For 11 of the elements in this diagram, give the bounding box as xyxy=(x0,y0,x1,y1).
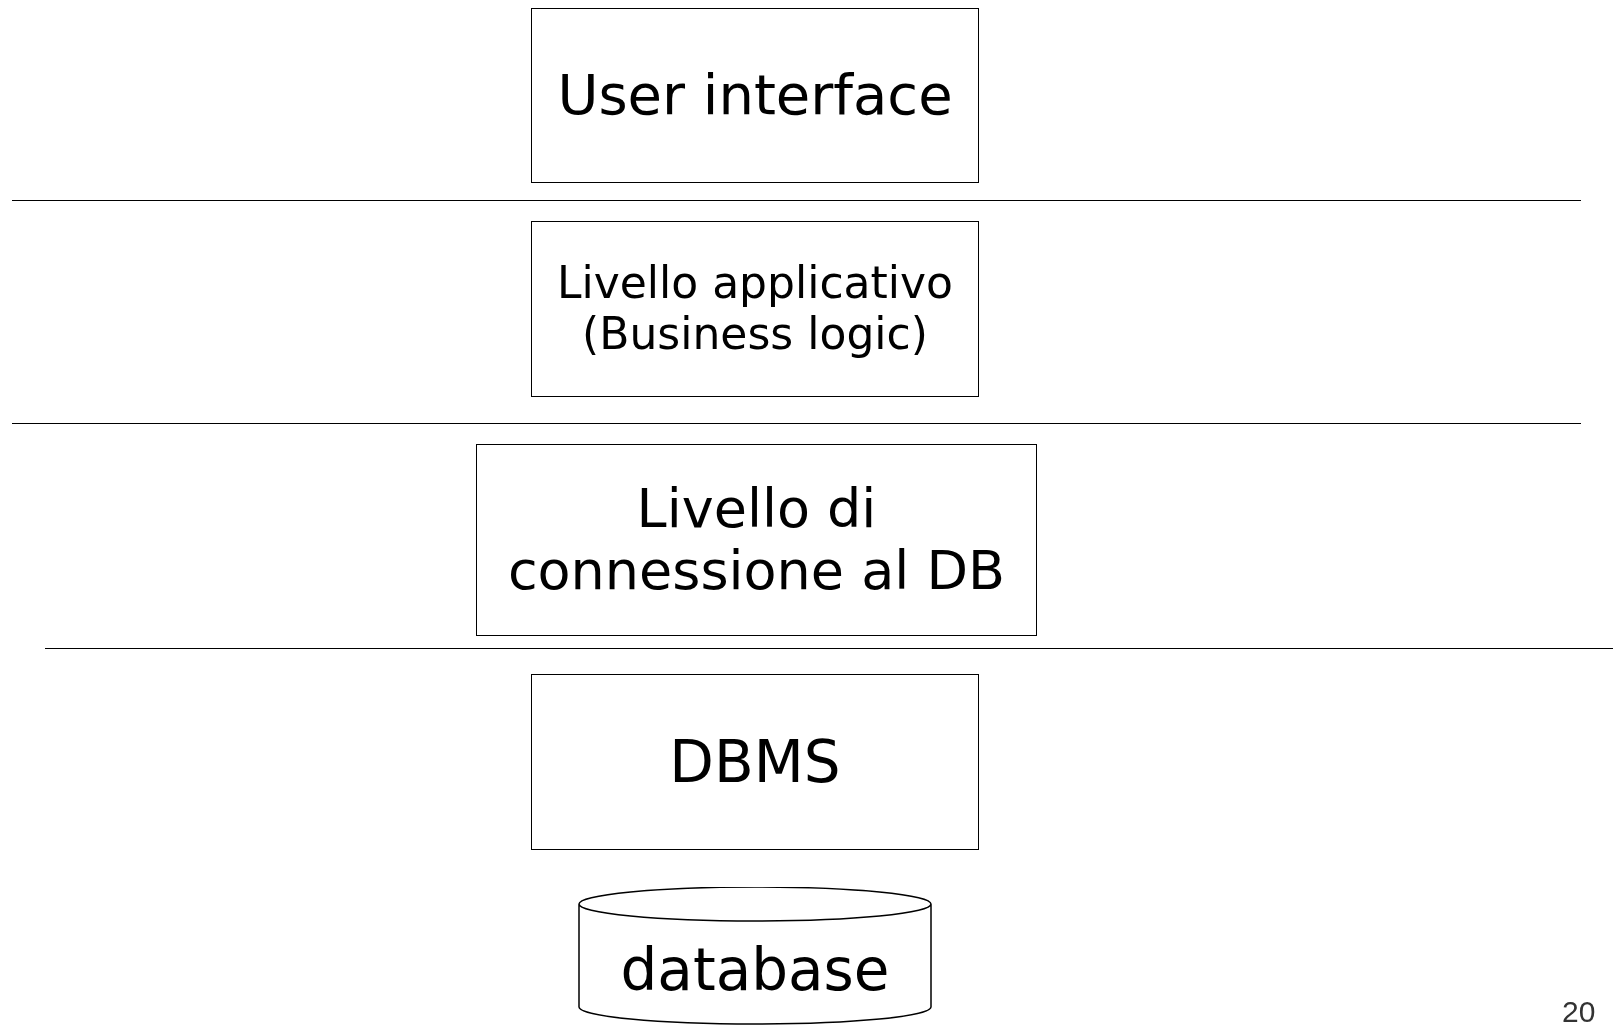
database-cylinder xyxy=(578,887,932,1025)
page-number: 20 xyxy=(1562,995,1596,1027)
layer-box xyxy=(531,8,979,183)
layer-name: database xyxy=(620,936,890,1004)
layer-name: DBMS xyxy=(669,728,841,796)
layer-name: Livello di connessione al DB xyxy=(506,477,1007,603)
layer-name: User interface xyxy=(557,63,953,128)
layer-name: Livello applicativo (Business logic) xyxy=(555,258,955,360)
layer-box xyxy=(531,674,979,850)
layer-box xyxy=(531,221,979,397)
layer-box xyxy=(476,444,1037,636)
